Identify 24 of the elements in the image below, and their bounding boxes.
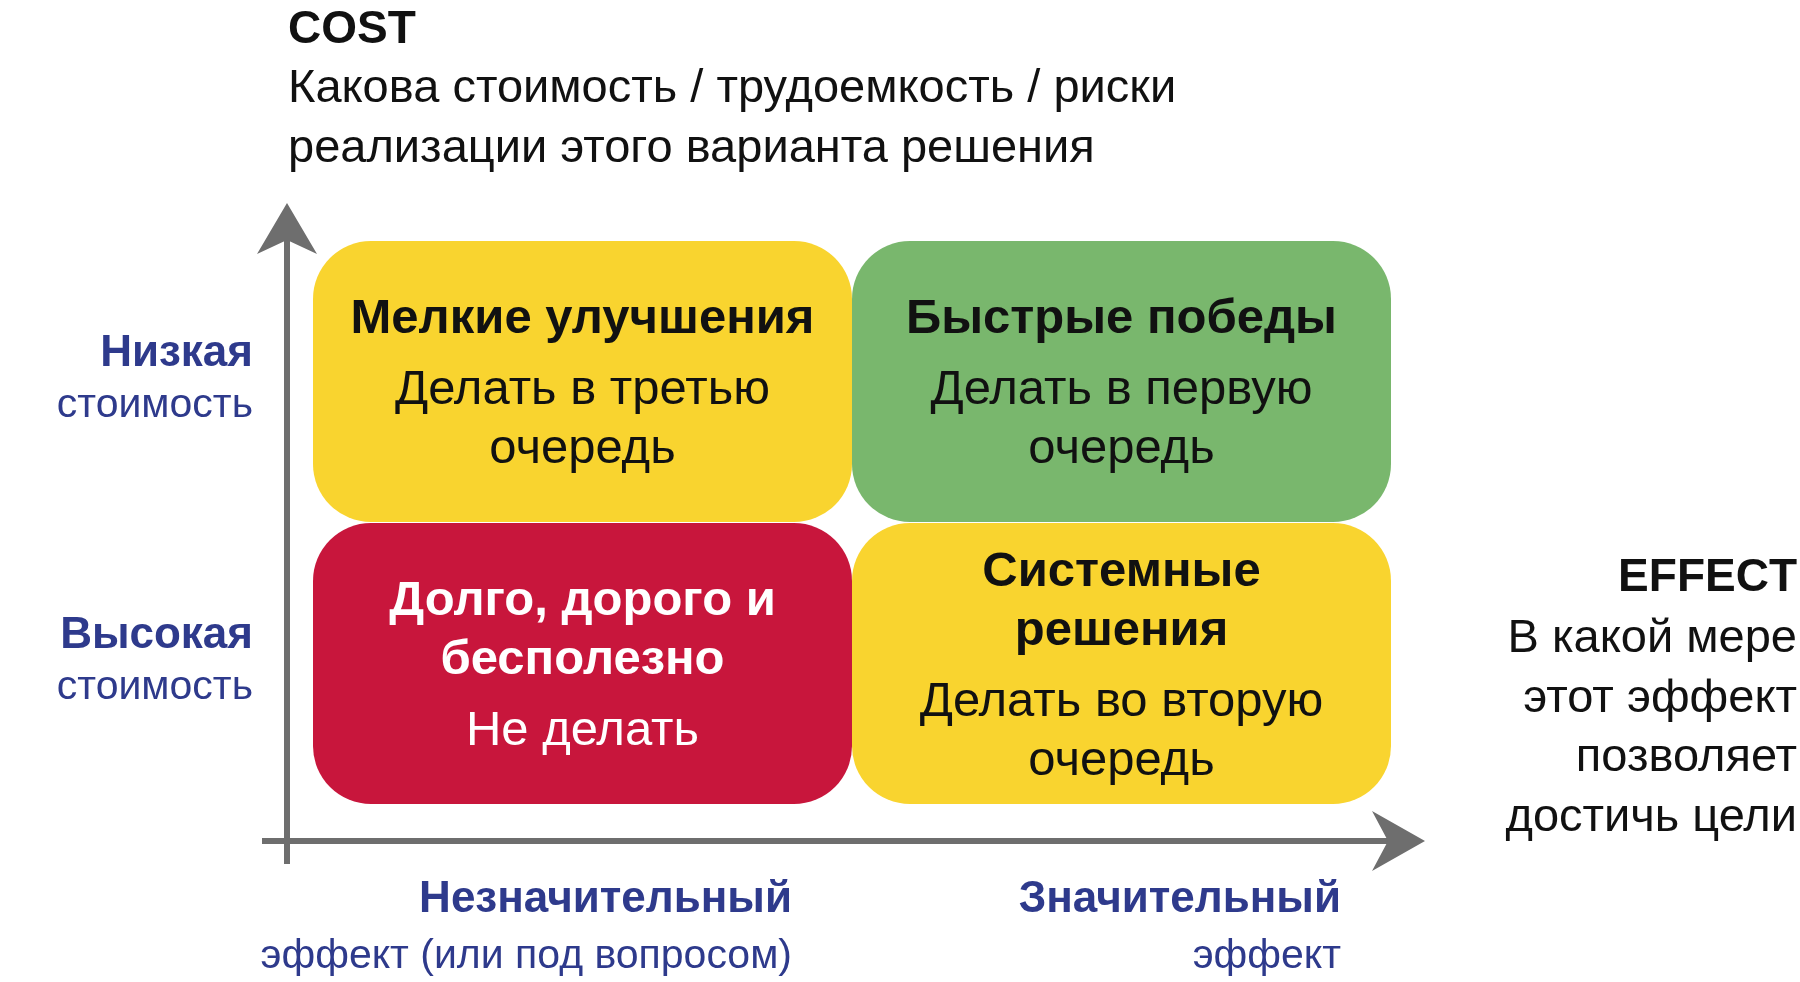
quadrant-title: Мелкие улучшения (350, 288, 815, 345)
axis-level-label: Высокая (60, 608, 253, 658)
axis-title: COST (288, 0, 417, 54)
quadrant-action: Не делать (465, 700, 700, 757)
quadrant-box (852, 241, 1391, 522)
axis-level-label: Значительный (1018, 872, 1341, 922)
quadrant-title: Системные решения (981, 540, 1262, 657)
axis-level-label: Низкая (100, 326, 253, 376)
quadrant-title: Долго, дорого и бесполезно (388, 570, 777, 686)
quadrant-box (313, 523, 852, 804)
quadrant-box (313, 241, 852, 522)
axis-level-label: эффект (или под вопросом) (260, 930, 792, 979)
quadrant-box (852, 523, 1391, 804)
axis-level-label: стоимость (56, 661, 253, 710)
quadrant-action: Делать в третью очередь (394, 359, 771, 475)
axis-level-label: Незначительный (419, 872, 792, 922)
quadrant-action: Делать в первую очередь (929, 359, 1314, 475)
axis-title: EFFECT (1618, 548, 1797, 602)
axis-description: В какой мере этот эффект позволяет достичь цели (1504, 608, 1797, 843)
axis-description: Какова стоимость / трудоемкость / риски реализации этого варианта решения (288, 58, 1178, 174)
quadrant-action: Делать во вторую очередь (918, 670, 1325, 787)
quadrant-title: Быстрые победы (906, 288, 1337, 345)
axis-level-label: эффект (1192, 930, 1341, 979)
axis-level-label: стоимость (56, 379, 253, 428)
